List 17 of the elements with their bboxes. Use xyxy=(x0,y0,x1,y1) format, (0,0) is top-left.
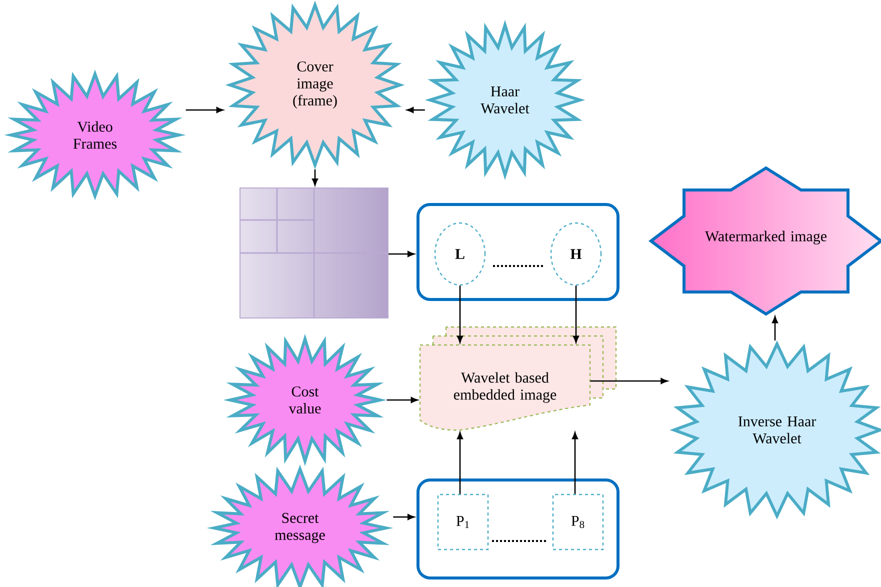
dashed-box: P$_{8}$ xyxy=(552,494,604,550)
dashed-box: P$_{1}$ xyxy=(437,494,489,550)
arrow xyxy=(388,251,415,257)
arrow xyxy=(457,432,463,494)
arrow xyxy=(406,107,425,113)
arrow xyxy=(573,286,579,343)
arrow xyxy=(312,169,318,186)
arrow xyxy=(772,316,778,340)
arrow xyxy=(386,397,418,403)
wavelet-subband-drawing xyxy=(239,187,389,319)
arrow xyxy=(186,107,224,113)
arrow xyxy=(590,378,668,384)
arrow xyxy=(457,286,463,343)
arrow xyxy=(572,432,578,494)
arrow xyxy=(393,514,415,520)
rounded-box xyxy=(416,203,620,301)
rounded-box xyxy=(416,478,620,580)
